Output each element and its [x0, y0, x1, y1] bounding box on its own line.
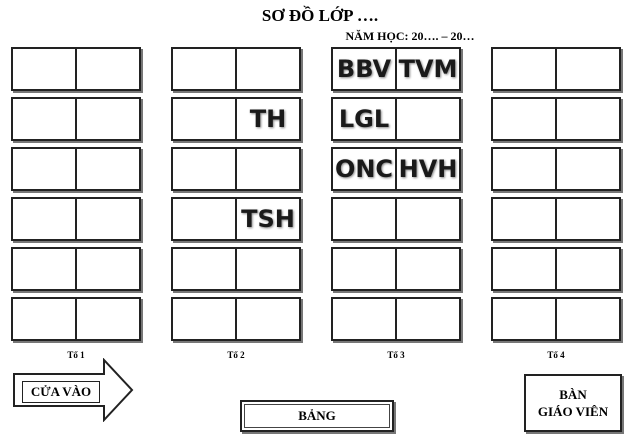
seat	[173, 299, 237, 339]
seat	[333, 249, 397, 289]
seat	[493, 299, 557, 339]
desk: LGL	[331, 97, 461, 141]
seat	[333, 199, 397, 239]
teacher-desk-line2: GIÁO VIÊN	[537, 404, 609, 419]
desk	[491, 297, 621, 341]
seat	[557, 249, 619, 289]
seat: BBV	[333, 49, 397, 89]
desk	[491, 247, 621, 291]
seat	[13, 249, 77, 289]
page-title: SƠ ĐỒ LỚP ….	[261, 6, 379, 25]
seat	[77, 199, 139, 239]
seat	[77, 299, 139, 339]
teacher-desk: BÀN GIÁO VIÊN	[524, 374, 622, 432]
seat	[493, 149, 557, 189]
seat	[397, 249, 459, 289]
seat: ONC	[333, 149, 397, 189]
desk	[491, 147, 621, 191]
seat: TH	[249, 105, 287, 133]
desk-group-4	[491, 47, 621, 347]
seat	[397, 99, 459, 139]
desk	[491, 97, 621, 141]
seat	[333, 299, 397, 339]
desk	[171, 297, 301, 341]
desk-group-1	[11, 47, 141, 347]
desk	[331, 297, 461, 341]
seat	[493, 99, 557, 139]
desk: TH	[171, 97, 301, 141]
desk	[171, 147, 301, 191]
school-year: NĂM HỌC: 20…. – 20…	[345, 29, 475, 43]
desk	[331, 197, 461, 241]
desk	[11, 47, 141, 91]
seat	[13, 99, 77, 139]
seat	[77, 49, 139, 89]
seat	[173, 199, 237, 239]
seat: TVM	[398, 55, 458, 83]
seat	[173, 249, 237, 289]
seat	[557, 99, 619, 139]
desk	[11, 97, 141, 141]
desk	[331, 247, 461, 291]
desk	[171, 247, 301, 291]
teacher-desk-line1: BÀN	[559, 387, 587, 402]
group-label: Tổ 2	[227, 350, 245, 360]
seat	[557, 199, 619, 239]
seat	[77, 149, 139, 189]
desk	[491, 47, 621, 91]
seat	[397, 199, 459, 239]
seat	[173, 49, 237, 89]
seat	[13, 199, 77, 239]
seat	[77, 249, 139, 289]
seat: HVH	[398, 155, 458, 183]
seat	[493, 199, 557, 239]
seat	[237, 299, 299, 339]
desk	[11, 247, 141, 291]
seat	[237, 249, 299, 289]
desk	[11, 197, 141, 241]
seat	[493, 249, 557, 289]
seat	[237, 149, 299, 189]
desk	[491, 197, 621, 241]
board: BẢNG	[240, 400, 394, 432]
desk	[11, 297, 141, 341]
seat	[77, 99, 139, 139]
desk: TSH	[171, 197, 301, 241]
desk	[11, 147, 141, 191]
seat	[237, 49, 299, 89]
seat	[557, 299, 619, 339]
seat	[493, 49, 557, 89]
seat	[13, 149, 77, 189]
seat	[557, 149, 619, 189]
seat	[173, 149, 237, 189]
desk	[171, 47, 301, 91]
seat: LGL	[333, 99, 397, 139]
seat: TSH	[241, 205, 295, 233]
seat	[13, 49, 77, 89]
seat	[173, 99, 237, 139]
desk-group-2: TH TSH	[171, 47, 301, 347]
seat	[397, 299, 459, 339]
board-label: BẢNG	[244, 404, 390, 428]
group-label: Tổ 3	[387, 350, 405, 360]
seat	[557, 49, 619, 89]
group-label: Tổ 1	[67, 350, 85, 360]
seat	[13, 299, 77, 339]
group-label: Tổ 4	[547, 350, 565, 360]
door-label: CỬA VÀO	[22, 381, 100, 403]
